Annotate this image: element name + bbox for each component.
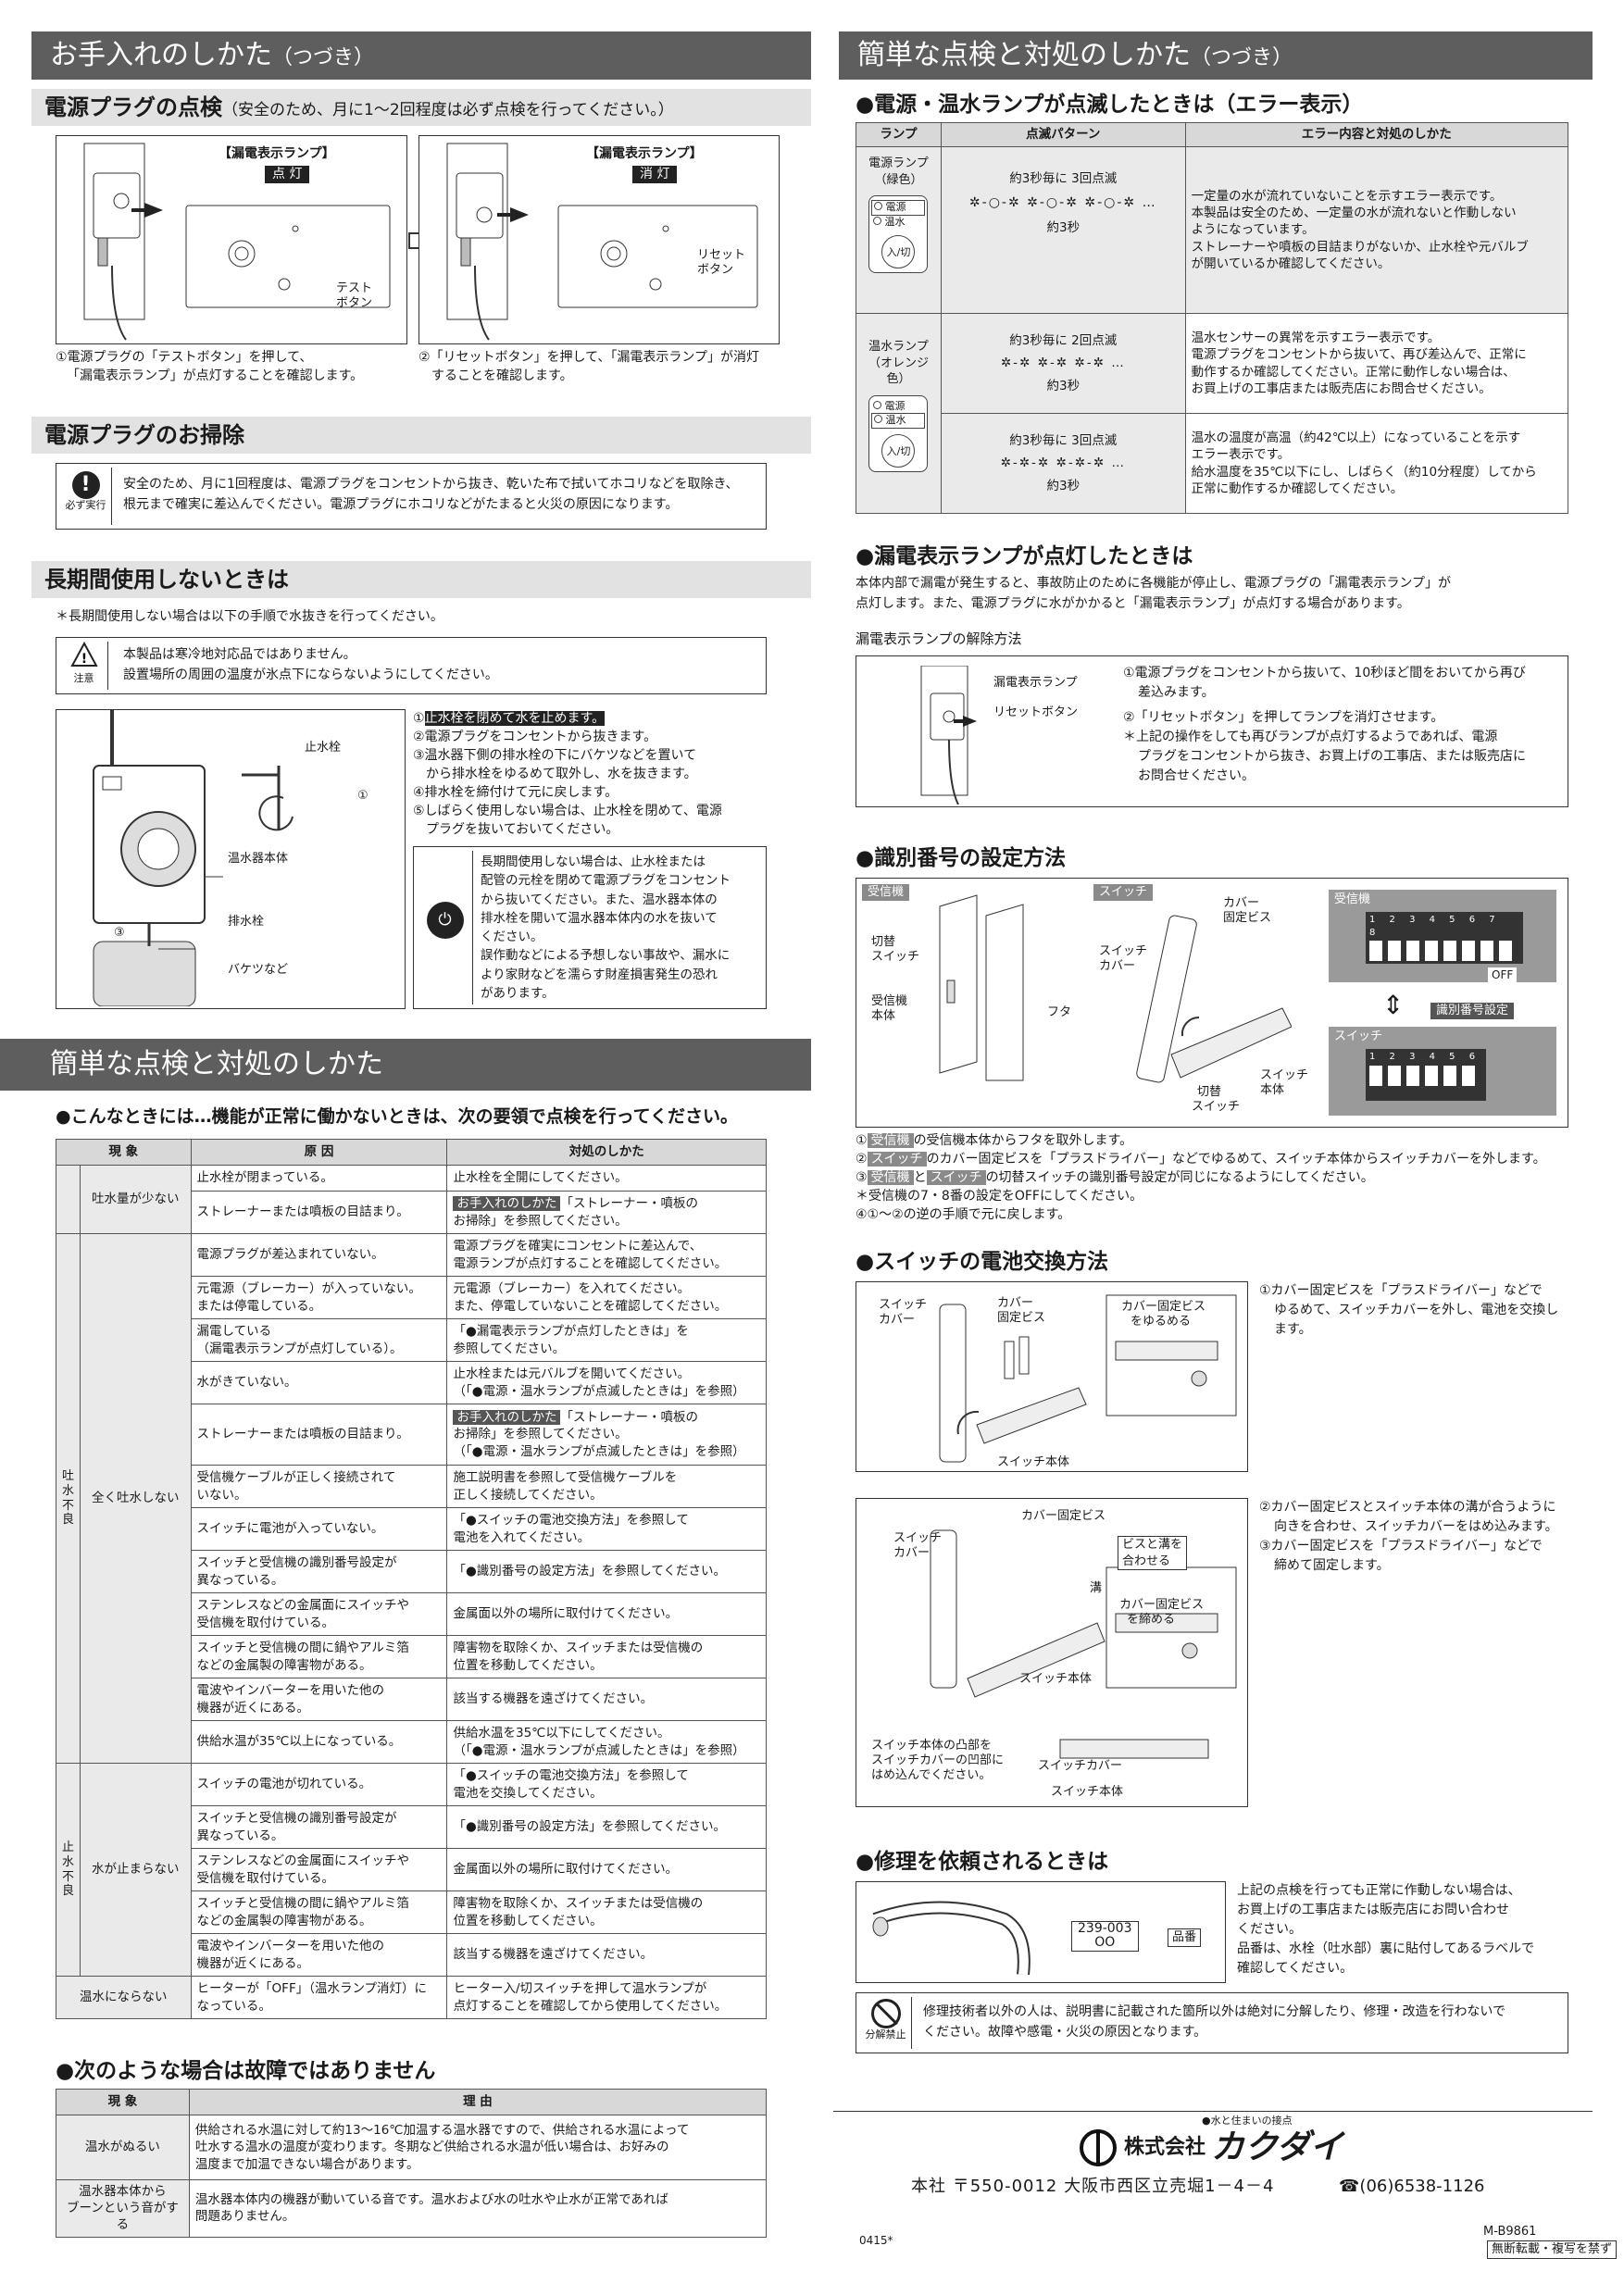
battery-close-illustration [930, 1529, 1237, 1759]
faucet-illustration [872, 1901, 1031, 1975]
trouble-table: 現 象原 因対処のしかた 吐水量が少ない止水栓が閉まっている。止水栓を全開にして… [55, 1139, 767, 2019]
plug-check-heading: 電源プラグの点検（安全のため、月に1～2回程度は必ず点検を行ってください。） [31, 89, 811, 126]
plug-fig-reset: 【漏電表示ランプ】 消 灯 リセット ボタン [418, 135, 780, 344]
plug-reset-small-illustration [920, 666, 977, 805]
company-logo: 株式会社 カクダイ [1078, 2126, 1343, 2171]
power-toggle-icon: 入/切 [881, 234, 916, 268]
svg-text:!: ! [81, 652, 86, 667]
left-header: お手入れのしかた（つづき） [31, 31, 811, 80]
plug-reset-illustration [446, 143, 758, 341]
align-note: ビスと溝を合わせる [1118, 1536, 1188, 1571]
plug-clean-notice: ! 必ず実行 安全のため、月に1回程度は、電源プラグをコンセントから抜き、乾いた… [56, 463, 767, 530]
dip-switch-receiver: 1 2 3 4 5 6 7 8 [1366, 912, 1523, 964]
long-unused-heading: 長期間使用しないときは [31, 561, 811, 598]
receiver-illustration [939, 894, 1024, 1081]
lamp-error-table: ランプ点滅パターンエラー内容と対処のしかた 電源ランプ（緑色） 電源 温水 入/… [856, 122, 1569, 514]
phone-icon: ☎ [1339, 2177, 1360, 2196]
drain-figure: 止水栓 ① ③ 温水器本体 排水栓 バケツなど [56, 709, 406, 1009]
switch-illustration [1136, 915, 1292, 1083]
battery-figure-2: カバー固定ビス スイッチ カバー ビスと溝を合わせる 溝 カバー固定ビス を締め… [856, 1498, 1248, 1807]
mandatory-icon: ! [71, 471, 100, 499]
caution-box: ! 注意 本製品は寒冷地対応品ではありません。 設置場所の周囲の温度が氷点下にな… [56, 637, 767, 694]
unplug-icon: ⏻ [426, 902, 464, 939]
right-header: 簡単な点検と対処のしかた（つづき） [839, 31, 1593, 80]
blink-pattern-1: ✲-○-✲ ✲-○-✲ ✲-○-✲ … [968, 195, 1157, 211]
blink-pattern-2: ✲-✲ ✲-✲ ✲-✲ … [1000, 356, 1126, 371]
plug-clean-heading: 電源プラグのお掃除 [31, 417, 811, 454]
no-disassembly-notice: 分解禁止 修理技術者以外の人は、説明書に記載された箇所以外は絶対に分解したり、修… [856, 1992, 1568, 2053]
dip-switch-switch: 1 2 3 4 5 6 [1366, 1049, 1486, 1101]
long-warning-box: ⏻ 長期間使用しない場合は、止水栓または配管の元栓を閉めて電源プラグをコンセント… [413, 846, 767, 1009]
battery-open-illustration [939, 1294, 1237, 1463]
left-title: お手入れのしかた [50, 39, 272, 71]
lamp-on-badge: 点 灯 [265, 166, 310, 183]
lamp-off-badge: 消 灯 [632, 166, 678, 183]
not-fault-table: 現 象理 由 温水がぬるい供給される水温に対して約13～16℃加温する温水器です… [56, 2089, 768, 2238]
check-header: 簡単な点検と対処のしかた [0, 1039, 811, 1091]
power-toggle-icon-2: 入/切 [881, 434, 916, 468]
battery-figure-1: スイッチ カバー カバー 固定ビス カバー固定ビス をゆるめる スイッチ本体 [856, 1281, 1248, 1472]
id-setting-figure: 受信機 切替 スイッチ 受信機 本体 フタ スイッチ カバー 固定ビス スイッチ… [856, 878, 1568, 1128]
water-heater-illustration [93, 710, 294, 1007]
caution-icon: ! [69, 641, 98, 667]
plug-test-illustration [83, 143, 391, 341]
leak-reset-box: 漏電表示ランプ リセットボタン ①電源プラグをコンセントから抜いて、10秒ほど間… [856, 655, 1568, 807]
blink-pattern-3: ✲-✲-✲ ✲-✲-✲ … [1000, 455, 1126, 471]
no-disassembly-icon [870, 1999, 901, 2028]
kakudai-logo-icon [1080, 2129, 1117, 2167]
double-arrow-icon: ⇕ [1382, 990, 1405, 1020]
plug-fig-test: 【漏電表示ランプ】 点 灯 テスト ボタン [56, 135, 407, 344]
